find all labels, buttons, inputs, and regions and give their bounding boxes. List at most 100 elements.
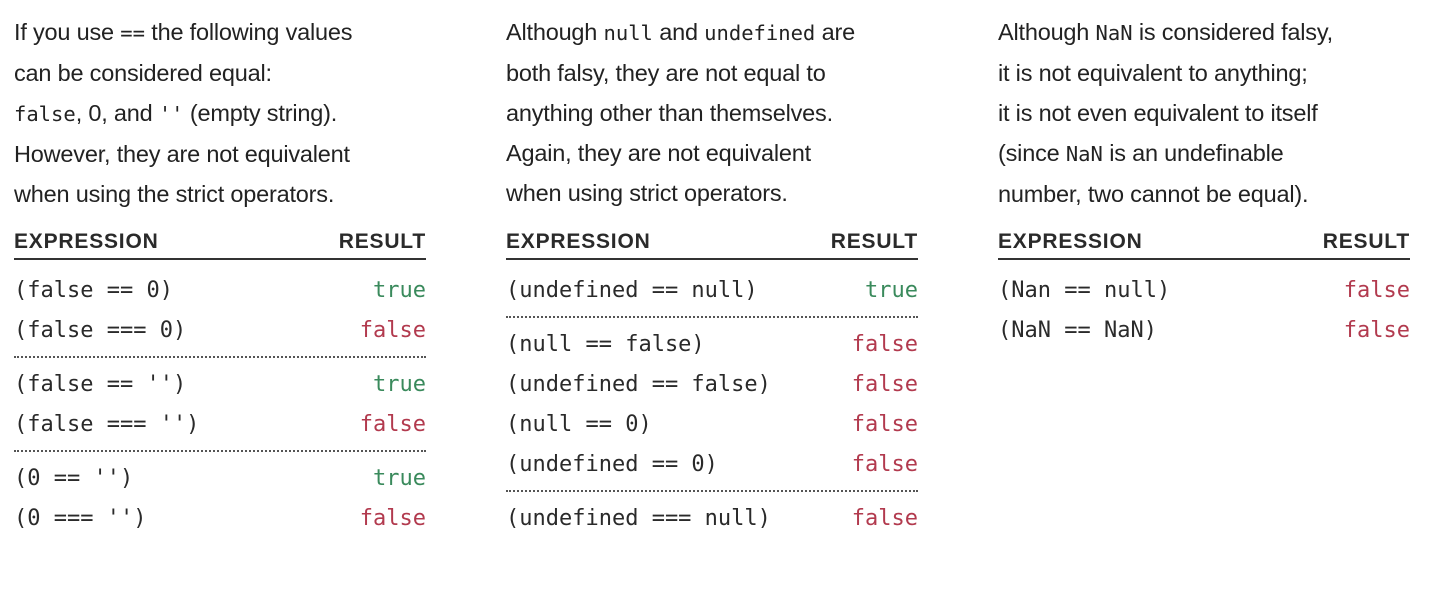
expression-header: EXPRESSION — [14, 230, 159, 253]
intro-text: (since — [998, 140, 1066, 166]
column-falsy-values: If you use == the following values can be… — [14, 12, 426, 550]
result-cell: true — [865, 277, 918, 303]
intro-text: anything other than themselves. — [506, 100, 833, 126]
intro-text: number, two cannot be equal). — [998, 181, 1309, 207]
inline-code: false — [14, 102, 76, 126]
result-cell: false — [851, 451, 918, 477]
intro-text: both falsy, they are not equal to — [506, 60, 826, 86]
intro-line: when using the strict operators. — [14, 174, 426, 214]
table-row: (NaN == NaN) false — [998, 310, 1410, 350]
expression-cell: (false == '') — [14, 371, 187, 397]
table-row: (null == 0)false — [506, 404, 918, 444]
result-cell: true — [373, 465, 426, 491]
table-row: (0 == '') true — [14, 458, 426, 498]
intro-line: Again, they are not equivalent — [506, 133, 918, 173]
expression-header: EXPRESSION — [998, 230, 1143, 253]
inline-code: '' — [158, 102, 184, 126]
table-header: EXPRESSION RESULT — [14, 222, 426, 260]
intro-line: Although NaN is considered falsy, — [998, 12, 1410, 53]
intro-line: (since NaN is an undefinable — [998, 133, 1410, 174]
intro-paragraph: Although NaN is considered falsy, it is n… — [998, 12, 1410, 222]
intro-line: both falsy, they are not equal to — [506, 53, 918, 93]
intro-line: However, they are not equivalent — [14, 134, 426, 174]
expression-header: EXPRESSION — [506, 230, 651, 253]
intro-line: it is not even equivalent to itself — [998, 93, 1410, 133]
intro-text: it is not even equivalent to itself — [998, 100, 1318, 126]
intro-line: Although null and undefined are — [506, 12, 918, 53]
expression-cell: (false == 0) — [14, 277, 173, 303]
table-row: (undefined == false) false — [506, 364, 918, 404]
table-row: (0 === '')false — [14, 498, 426, 538]
expression-cell: (undefined == null) — [506, 277, 758, 303]
row-group: (Nan == null) false (NaN == NaN) false — [998, 270, 1410, 356]
expression-cell: (undefined == 0) — [506, 451, 718, 477]
intro-paragraph: If you use == the following values can be… — [14, 12, 426, 222]
row-group: (null == false)false(undefined == false)… — [506, 324, 918, 492]
expression-cell: (false === 0) — [14, 317, 187, 343]
intro-text: it is not equivalent to anything; — [998, 60, 1308, 86]
intro-line: can be considered equal: — [14, 53, 426, 93]
intro-text: Again, they are not equivalent — [506, 140, 811, 166]
result-cell: false — [1343, 317, 1410, 343]
row-group: (false == '') true (false === '') false — [14, 364, 426, 452]
result-cell: false — [1343, 277, 1410, 303]
result-cell: false — [851, 371, 918, 397]
inline-code: null — [603, 21, 653, 45]
result-cell: false — [359, 317, 426, 343]
table-row: (undefined == 0) false — [506, 444, 918, 484]
table-row: (false == '') true — [14, 364, 426, 404]
result-cell: true — [373, 277, 426, 303]
column-nan: Although NaN is considered falsy, it is n… — [998, 12, 1410, 362]
intro-text: Although — [998, 19, 1096, 45]
inline-code: undefined — [704, 21, 816, 45]
row-group: (undefined === null)false — [506, 498, 918, 544]
intro-line: anything other than themselves. — [506, 93, 918, 133]
result-cell: false — [359, 411, 426, 437]
expression-cell: (null == false) — [506, 331, 705, 357]
expression-cell: (false === '') — [14, 411, 200, 437]
column-null-undefined: Although null and undefined are both fals… — [506, 12, 918, 550]
row-group: (false == 0) true (false === 0) false — [14, 270, 426, 358]
inline-code: == — [120, 21, 145, 45]
row-group: (undefined == null) true — [506, 270, 918, 318]
intro-text: However, they are not equivalent — [14, 141, 350, 167]
intro-text: (empty string). — [183, 100, 338, 126]
inline-code: NaN — [1095, 21, 1133, 45]
table-body: (false == 0)true(false === 0)false(false… — [14, 260, 426, 544]
expression-cell: (0 == '') — [14, 465, 134, 491]
intro-text: Although — [506, 19, 604, 45]
intro-text: the following values — [144, 19, 353, 45]
intro-line: If you use == the following values — [14, 12, 426, 53]
table-row: (undefined === null)false — [506, 498, 918, 538]
expression-cell: (undefined == false) — [506, 371, 771, 397]
intro-text: is an undefinable — [1102, 140, 1284, 166]
table-row: (Nan == null) false — [998, 270, 1410, 310]
intro-text: can be considered equal: — [14, 60, 272, 86]
intro-text: , 0, and — [75, 100, 159, 126]
result-cell: true — [373, 371, 426, 397]
intro-text: is considered falsy, — [1132, 19, 1333, 45]
table-row: (false === '') false — [14, 404, 426, 444]
expression-cell: (NaN == NaN) — [998, 317, 1157, 343]
intro-text: and — [652, 19, 705, 45]
inline-code: NaN — [1065, 142, 1103, 166]
table-body: (undefined == null) true (null == false) fa… — [506, 260, 918, 544]
result-cell: false — [851, 411, 918, 437]
table-header: EXPRESSION RESULT — [998, 222, 1410, 260]
table-row: (undefined == null) true — [506, 270, 918, 310]
intro-text: are — [815, 19, 856, 45]
intro-line: it is not equivalent to anything; — [998, 53, 1410, 93]
table-header: EXPRESSION RESULT — [506, 222, 918, 260]
table-row: (false == 0) true — [14, 270, 426, 310]
intro-paragraph: Although null and undefined are both fals… — [506, 12, 918, 222]
table-row: (null == false) false — [506, 324, 918, 364]
result-header: RESULT — [830, 230, 918, 253]
table-row: (false === 0) false — [14, 310, 426, 350]
intro-text: when using the strict operators. — [14, 181, 335, 207]
expression-cell: (undefined === null) — [506, 505, 771, 531]
intro-line: when using strict operators. — [506, 173, 918, 213]
expression-cell: (Nan == null) — [998, 277, 1171, 303]
result-cell: false — [851, 331, 918, 357]
intro-line: number, two cannot be equal). — [998, 174, 1410, 214]
result-header: RESULT — [1322, 230, 1410, 253]
